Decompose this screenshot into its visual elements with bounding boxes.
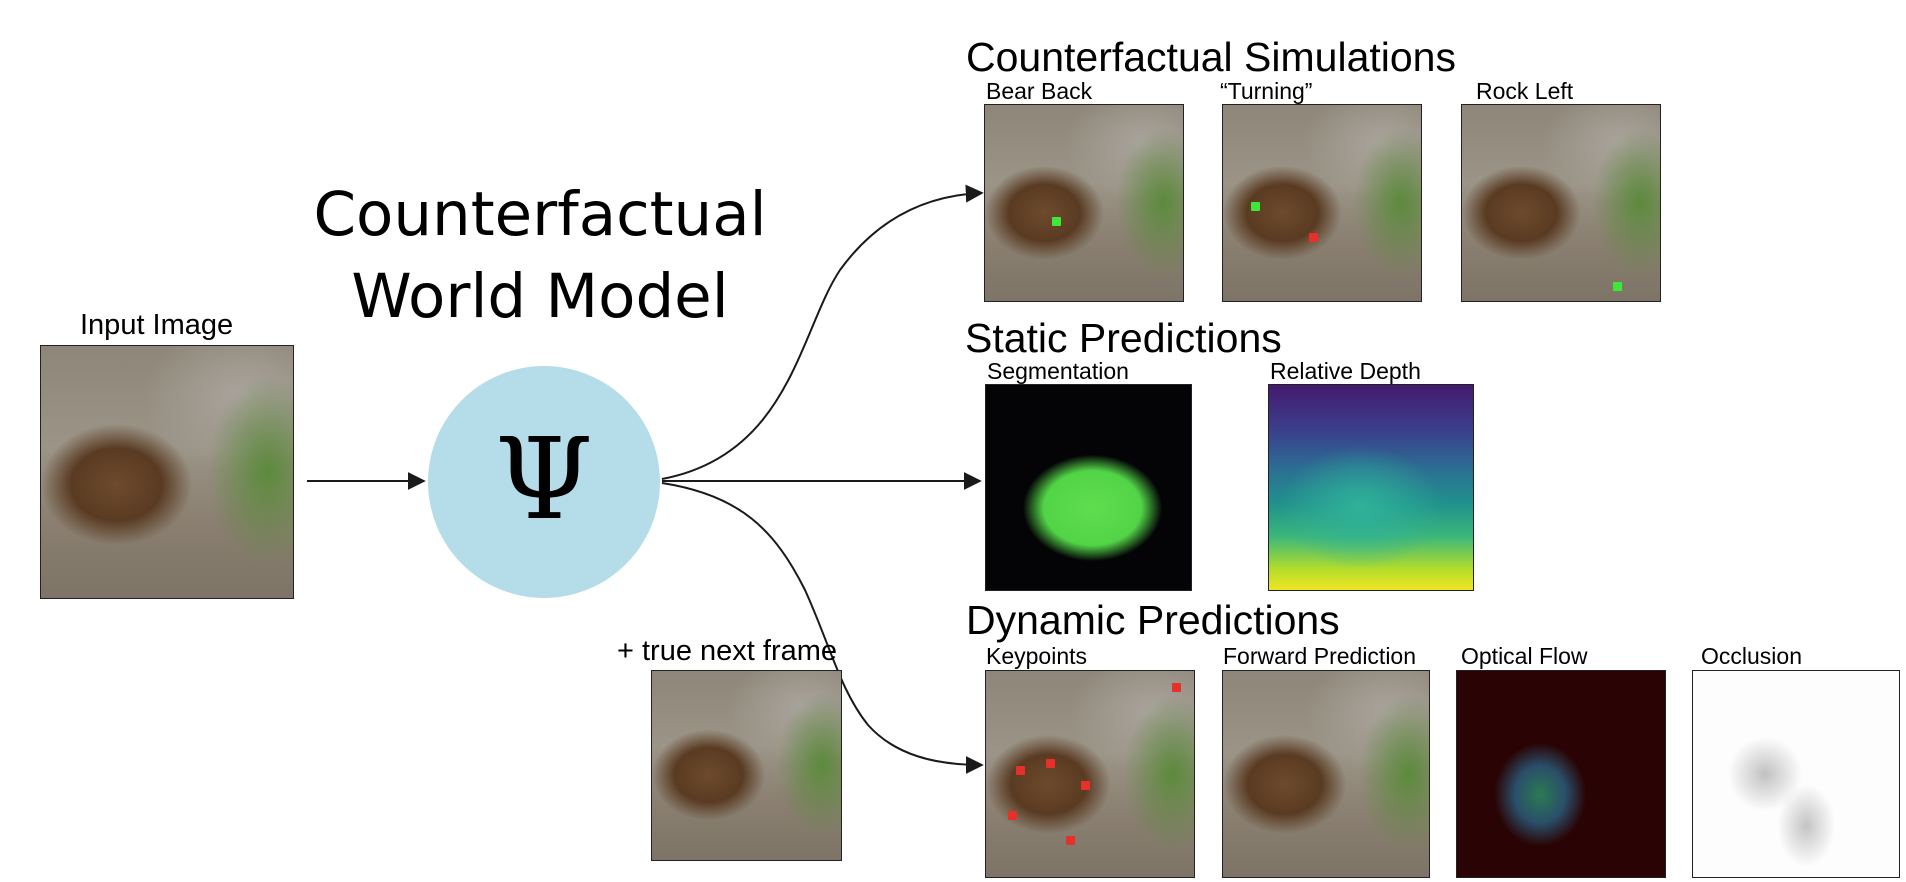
caption-optical-flow: Optical Flow [1461,643,1588,669]
keypoints-image [985,670,1195,878]
image-turning [1222,104,1422,302]
next-frame-image [651,670,842,861]
red-marker [1309,233,1318,242]
input-image [40,345,294,599]
red-marker [1046,759,1055,768]
green-marker [1251,202,1260,211]
counterfactual-section-title: Counterfactual Simulations [966,34,1456,80]
green-marker [1052,217,1061,226]
red-marker [1172,683,1181,692]
image-rock-left [1461,104,1661,302]
caption-segmentation: Segmentation [987,358,1129,384]
dynamic-section-title: Dynamic Predictions [966,597,1340,643]
model-title-line1: Counterfactual [313,179,767,250]
red-marker [1066,836,1075,845]
psi-symbol: Ψ [494,414,594,545]
optical-flow-image [1456,670,1666,878]
caption-forward-prediction: Forward Prediction [1223,643,1417,669]
green-marker [1613,282,1622,291]
arrow-model-to-dynamic [661,482,984,774]
relative-depth-image [1268,384,1474,591]
input-image-caption: Input Image [80,309,234,341]
static-section-title: Static Predictions [965,315,1282,361]
caption-relative-depth: Relative Depth [1270,358,1421,384]
image-bear-back [984,104,1184,302]
caption-turning: “Turning” [1220,78,1313,104]
caption-bear-back: Bear Back [986,78,1093,104]
model-node: Ψ [428,366,660,598]
model-title-line2: World Model [351,261,729,332]
caption-keypoints: Keypoints [986,643,1088,669]
forward-prediction-image [1222,670,1430,878]
next-frame-caption: + true next frame [617,635,838,667]
red-marker [1008,811,1017,820]
red-marker [1016,766,1025,775]
caption-rock-left: Rock Left [1476,78,1574,104]
red-marker [1081,781,1090,790]
arrow-model-to-counterfactual [661,184,984,480]
segmentation-image [985,384,1192,591]
occlusion-image [1692,670,1900,878]
caption-occlusion: Occlusion [1701,643,1802,669]
